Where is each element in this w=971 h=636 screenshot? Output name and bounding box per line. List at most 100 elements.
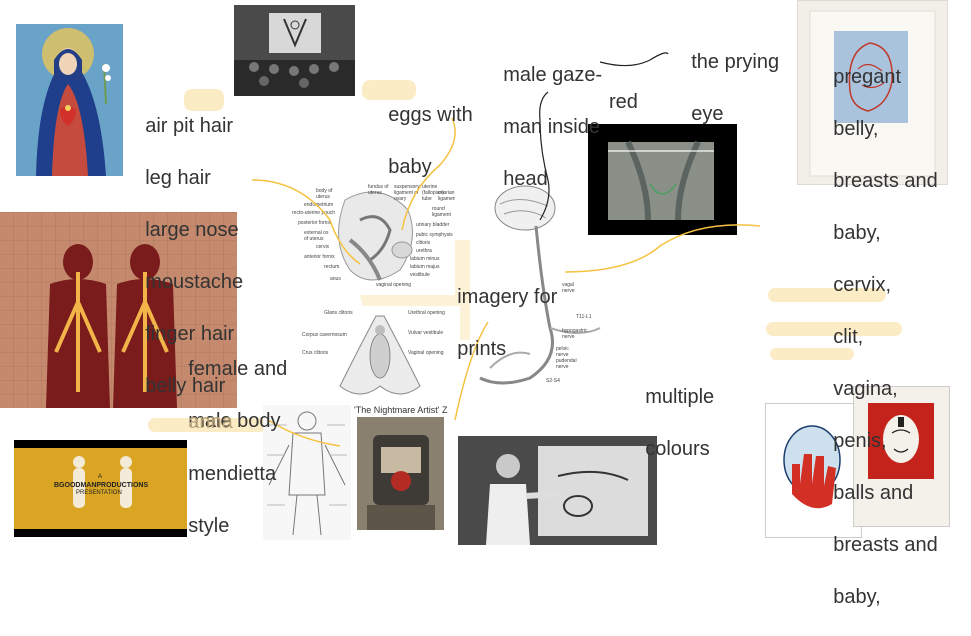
highlight-hair: [184, 89, 224, 111]
note-list-3: baby,: [833, 222, 881, 244]
video-still: [588, 124, 737, 235]
diag-label-r15: urethra: [416, 248, 432, 254]
note-list-6: vagina,: [833, 378, 898, 400]
highlight-list-3: [770, 348, 854, 360]
note-prying-2: eye: [691, 103, 724, 125]
credit-a: A: [98, 474, 103, 480]
note-list-7: penis,: [833, 430, 887, 452]
note-male-gaze-2: man inside: [503, 116, 600, 138]
note-moustache: moustache: [145, 271, 244, 293]
clit-label-1: Corpus cavernosum: [302, 332, 347, 338]
lecture-photo: [458, 436, 657, 545]
diag-label-l2: endometrium: [304, 202, 334, 208]
note-female-male: female and male body: [166, 330, 287, 460]
note-body-hair: air pit hair leg hair large nose moustac…: [123, 87, 243, 425]
note-anna-1: anna: [188, 411, 233, 433]
clit-label-4: Vulvar vestibule: [408, 330, 444, 336]
note-anna-2: mendietta: [188, 463, 277, 485]
nerve-label-1: nerve: [562, 288, 575, 294]
note-anna: anna mendietta style: [166, 383, 276, 565]
diag-label-r14: clitoris: [416, 240, 431, 246]
note-list-9: breasts and: [833, 534, 938, 556]
diag-label-r13: pubic symphysis: [416, 232, 453, 238]
note-prying-1: the prying: [691, 51, 780, 73]
diag-label-r19: vaginal opening: [376, 282, 412, 288]
note-list-8: balls and: [833, 482, 914, 504]
nightmare-artist-photo: [357, 417, 444, 530]
note-multiple-colours: multiple colours: [623, 358, 714, 488]
note-list-0: pregant: [833, 66, 902, 88]
note-belly-hair: belly hair: [145, 375, 226, 397]
note-anna-3: style: [188, 515, 230, 537]
highlight-list-2: [766, 322, 902, 336]
highlight-anna: [148, 418, 268, 432]
nightmare-caption: 'The Nightmare Artist' Z: [354, 405, 448, 415]
note-list-2: breasts and: [833, 170, 938, 192]
red-hand-print: [765, 403, 862, 538]
credit-name: BGOODMANPRODUCTIONS: [54, 482, 149, 489]
note-list-5: clit,: [833, 326, 864, 348]
nerve-label-2: hypogastric: [562, 328, 588, 334]
note-baby: baby: [388, 156, 432, 178]
note-list-1: belly,: [833, 118, 879, 140]
note-prying-eye: the prying eye: [669, 23, 779, 153]
note-female-2: male body: [188, 410, 281, 432]
note-with: with: [431, 104, 473, 126]
credit-presentation: PRESENTATION: [76, 490, 122, 496]
moodboard-canvas: A BGOODMANPRODUCTIONS PRESENTATION body …: [0, 0, 950, 608]
diag-label-l4: posterior fornix: [298, 220, 332, 226]
diag-label-l3: recto-uterine pouch: [292, 210, 336, 216]
diag-label-r11: ligament: [432, 212, 451, 218]
clit-label-3: Urethral opening: [408, 310, 445, 316]
nerve-label-4: T11-L1: [576, 314, 592, 320]
nerve-label-3: nerve: [562, 334, 575, 340]
note-leg-hair: leg hair: [145, 167, 211, 189]
note-list-10: baby,: [833, 586, 881, 608]
note-imagery-2: prints: [457, 338, 507, 360]
nerve-label-9: S2-S4: [546, 378, 560, 384]
highlight-eggs: [362, 80, 416, 100]
note-list-4: cervix,: [833, 274, 892, 296]
diag-label-l1: uterus: [316, 194, 330, 200]
note-male-gaze-1: male gaze-: [503, 64, 603, 86]
note-hair-word: hair: [199, 115, 234, 137]
diag-label-r12: urinary bladder: [416, 222, 450, 228]
nerve-label-8: nerve: [556, 364, 569, 370]
note-male-gaze: male gaze- man inside head: [481, 36, 602, 218]
sacred-heart-painting: [16, 24, 123, 176]
note-female-1: female and: [188, 358, 288, 380]
diag-label-l6: of uterus: [304, 236, 324, 242]
note-imagery: imagery for prints: [435, 258, 557, 388]
nerve-label-0: vagal: [562, 282, 574, 288]
clit-label-0: Glans clitoris: [324, 310, 353, 316]
nerve-label-7: pudendal: [556, 358, 577, 364]
note-air-pit: air pit: [145, 115, 200, 137]
highlight-list-1: [768, 288, 886, 302]
note-large-nose: large nose: [145, 219, 239, 241]
note-finger-hair: finger hair: [145, 323, 235, 345]
diag-label-r0: fundus of: [368, 184, 389, 190]
clit-label-5: Vaginal opening: [408, 350, 444, 356]
diag-label-r18: vestibule: [410, 272, 430, 278]
diag-label-l7: cervix: [316, 244, 330, 250]
diag-label-r17: labium majus: [410, 264, 440, 270]
note-male-gaze-3: head: [503, 168, 548, 190]
diag-label-l8: anterior fornix: [304, 254, 335, 260]
note-multiple-1: multiple: [645, 386, 715, 408]
clitoris-diagram: Glans clitoris Corpus cavernosum Crus cl…: [300, 306, 460, 406]
note-eggs-baby: eggs with baby: [366, 76, 473, 206]
nerve-label-5: pelvic: [556, 346, 569, 352]
production-still: A BGOODMANPRODUCTIONS PRESENTATION: [14, 440, 187, 537]
clit-label-2: Crus clitoris: [302, 350, 329, 356]
diag-label-r4: ovary: [394, 196, 407, 202]
note-eggs: eggs: [388, 104, 432, 126]
note-multiple-2: colours: [645, 438, 710, 460]
nerve-label-6: nerve: [556, 352, 569, 358]
diag-label-r16: labium minus: [410, 256, 440, 262]
silhouettes-painting: [0, 212, 237, 408]
diag-label-r1: uterus: [368, 190, 382, 196]
red-face-print: [853, 386, 950, 527]
note-pregnant-list: pregant belly, breasts and baby, cervix,…: [811, 38, 938, 636]
line-prying-eye: [599, 52, 669, 67]
framed-head-drawing: [797, 0, 948, 185]
